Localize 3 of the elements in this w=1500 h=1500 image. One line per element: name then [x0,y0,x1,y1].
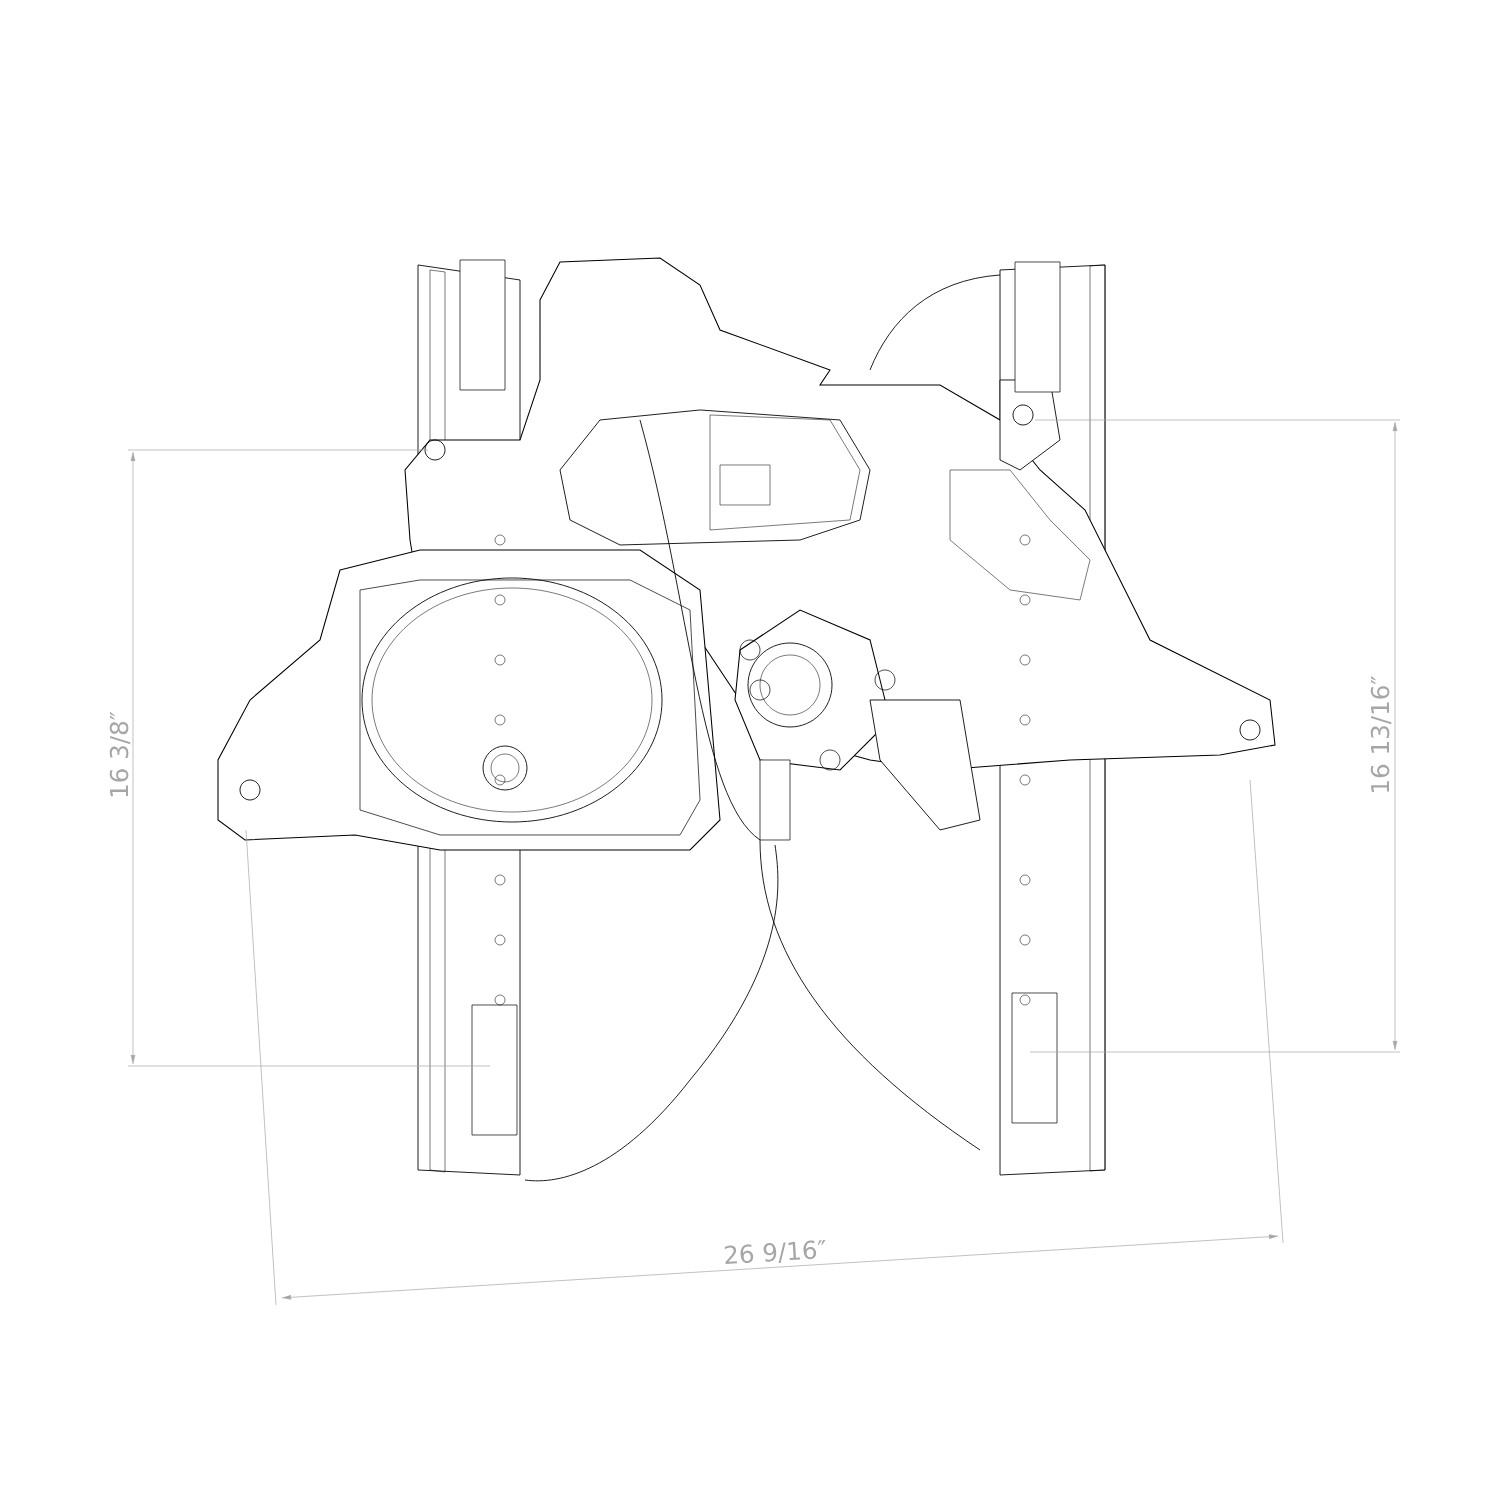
dimension-label: 16 13/16″ [1369,673,1394,797]
dimension-label: 16 3/8″ [108,709,133,801]
dimension-label: 26 9/16″ [720,1237,830,1269]
